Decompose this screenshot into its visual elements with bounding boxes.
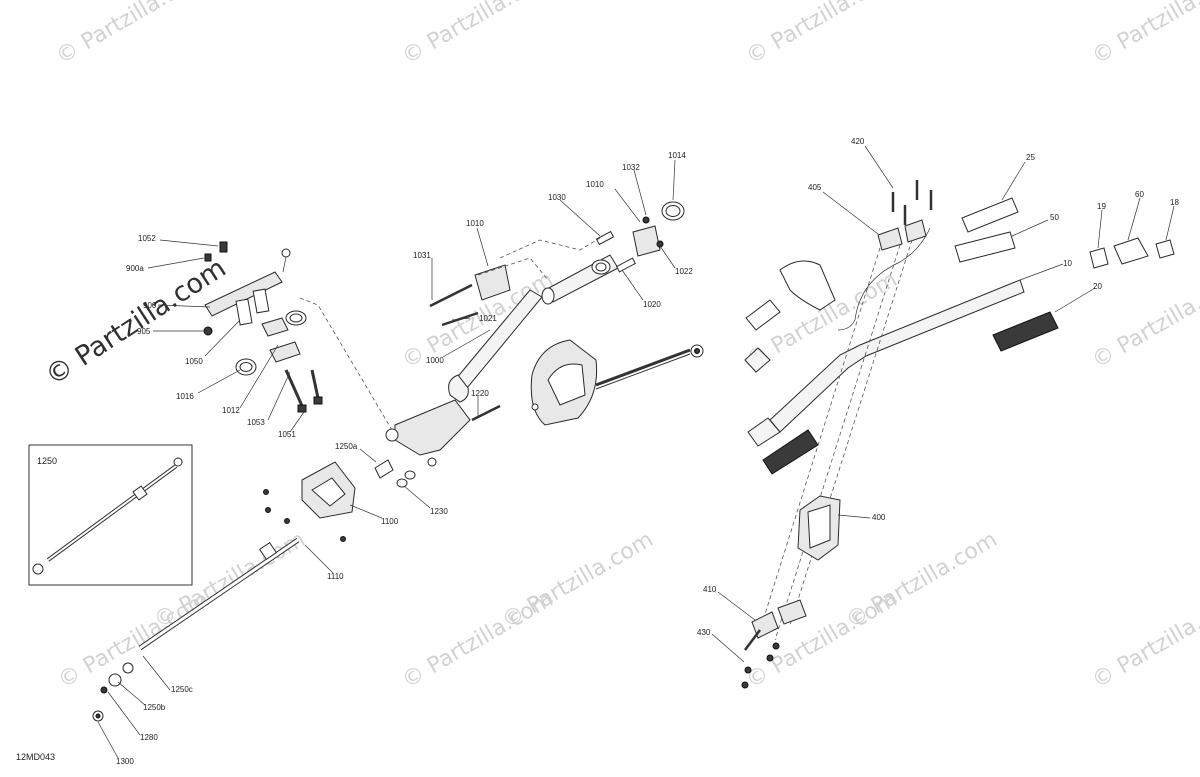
pivot-ball [385,428,399,442]
bracket-plate [204,271,283,317]
washer-1230 [396,478,408,488]
upper-column-bracket-group [203,241,393,431]
callout-1016: 1016 [176,392,194,401]
bolt-1053 [313,396,323,405]
leader-lines [97,145,1175,759]
callout-1052: 1052 [138,234,156,243]
callout-400: 400 [872,513,886,522]
lower-housing-group [263,459,416,542]
cable-405 [837,227,931,331]
nut-1280 [100,686,108,694]
clamp-upper [261,317,289,337]
grip-20 [992,311,1059,352]
callout-10: 10 [1063,259,1072,268]
bolt-1031 [429,283,473,308]
ball-joint-1250b [108,673,122,687]
bushing-upper [252,288,270,314]
callout-1250c: 1250c [171,685,193,694]
callout-60: 60 [1135,190,1144,199]
screw-head [281,248,291,258]
handlebar-group [741,180,1175,689]
pad-25 [961,197,1019,233]
bar-end-60 [1113,237,1149,265]
callout-420: 420 [851,137,865,146]
callout-50: 50 [1050,213,1059,222]
callout-1021: 1021 [479,314,497,323]
clamp-405 [877,227,903,251]
callout-25: 25 [1026,153,1035,162]
callout-1110: 1110 [327,572,344,581]
bolt-1220 [471,404,501,422]
nut-900a [204,253,212,262]
callout-900: 900 [143,301,157,310]
bushing-1050 [235,298,253,326]
callout-1051: 1051 [278,430,296,439]
callout-1000: 1000 [426,356,444,365]
clamp-410b [777,599,807,625]
bearing-block-1010b [632,225,661,257]
callout-1020: 1020 [643,300,661,309]
cap-18 [1155,239,1175,259]
callout-410: 410 [703,585,717,594]
callout-1280: 1280 [140,733,158,742]
callout-labels: 1052 900a 900 905 1050 1016 1012 1053 10… [37,137,1179,766]
callout-19: 19 [1097,202,1106,211]
pin-1030 [595,230,615,246]
callout-405: 405 [808,183,822,192]
brake-bracket [779,260,836,311]
callout-1230: 1230 [430,507,448,516]
column-pitman-arm [394,399,471,456]
clamp-lower [269,341,301,363]
callout-1053: 1053 [247,418,265,427]
callout-1032: 1032 [622,163,640,172]
bolt-1051 [297,404,307,413]
tie-rod-group [92,537,300,722]
callout-1300: 1300 [116,757,134,766]
bolt-1052 [219,241,228,253]
callout-430: 430 [697,628,711,637]
callout-1014: 1014 [668,151,686,160]
washer-905 [203,326,213,336]
diagram-reference-code: 12MD043 [16,752,56,762]
callout-1220: 1220 [471,389,489,398]
bushing-1250a [374,459,394,479]
callout-1030: 1030 [548,193,566,202]
callout-900a: 900a [126,264,144,273]
callout-1031: 1031 [413,251,431,260]
callout-20: 20 [1093,282,1102,291]
gear-housing-group [471,339,704,426]
inset-box-1250 [28,444,193,586]
handlebar-10 [769,279,1025,433]
bearing-block-1010a [474,264,511,301]
inset-box-label: 1250 [37,456,57,466]
column-shaft-1000 [454,289,543,389]
callout-1100: 1100 [381,517,399,526]
callout-18: 18 [1170,198,1179,207]
callout-1022: 1022 [675,267,693,276]
callout-1250b: 1250b [143,703,166,712]
bolt-430 [744,629,761,651]
pin-1021 [615,257,637,273]
callout-1010a: 1010 [466,219,484,228]
pad-50 [954,231,1016,263]
callout-1010b: 1010 [586,180,604,189]
callout-905: 905 [137,327,151,336]
steering-column-group [385,201,685,467]
end-plug-19 [1089,247,1109,269]
callout-1012: 1012 [222,406,240,415]
callout-1250a: 1250a [335,442,358,451]
callout-1050: 1050 [185,357,203,366]
